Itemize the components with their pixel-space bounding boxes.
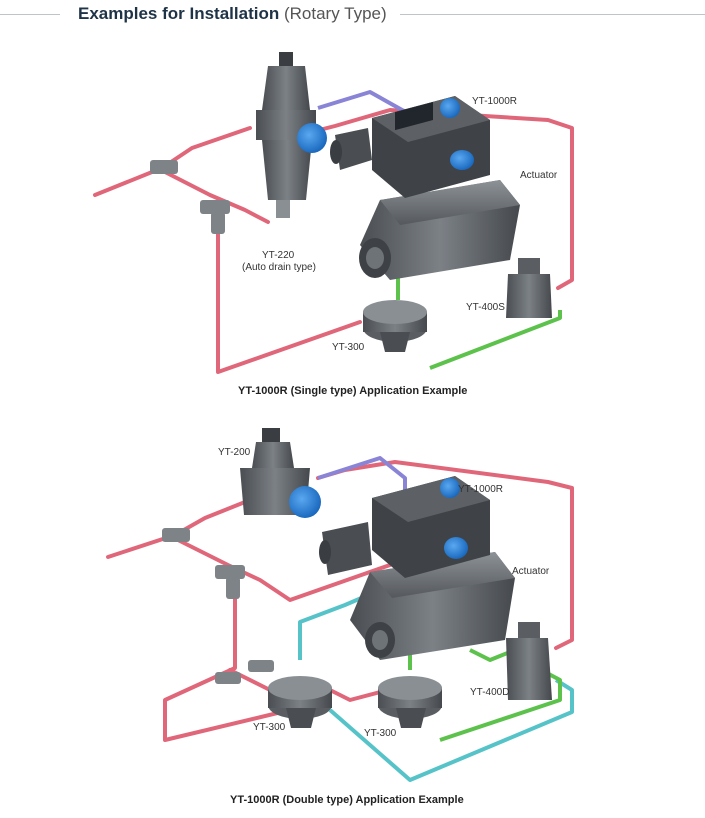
positioner-single xyxy=(330,96,490,198)
booster-double-left xyxy=(268,676,332,728)
actuator-double xyxy=(350,552,515,660)
section-title: Examples for Installation (Rotary Type) xyxy=(78,4,387,24)
caption-double: YT-1000R (Double type) Application Examp… xyxy=(230,794,464,806)
booster-double-right xyxy=(378,676,442,728)
label-lockup-single: YT-400S xyxy=(466,302,505,313)
filter-regulator-double xyxy=(240,428,321,518)
label-booster-single: YT-300 xyxy=(332,342,365,353)
section-header: Examples for Installation (Rotary Type) xyxy=(0,0,705,30)
section-title-bold: Examples for Installation xyxy=(78,4,280,23)
positioner-double xyxy=(319,476,490,578)
caption-single: YT-1000R (Single type) Application Examp… xyxy=(238,385,468,397)
label-actuator-double: Actuator xyxy=(512,566,550,577)
section-title-light: (Rotary Type) xyxy=(283,4,387,23)
header-rule-right xyxy=(400,14,705,15)
pipe-tees-double xyxy=(162,528,274,684)
label-positioner-single: YT-1000R xyxy=(472,96,517,107)
label-filter-single: YT-220 xyxy=(262,250,295,261)
label-positioner-double: YT-1000R xyxy=(458,484,503,495)
label-filter-double: YT-200 xyxy=(218,447,251,458)
booster-single xyxy=(363,300,427,352)
lockup-valve-single xyxy=(506,258,552,318)
label-actuator-single: Actuator xyxy=(520,170,558,181)
label-lockup-double: YT-400D xyxy=(470,687,509,698)
label-filter-note-single: (Auto drain type) xyxy=(242,262,316,273)
filter-regulator-single xyxy=(256,52,327,218)
header-rule-left xyxy=(0,14,60,15)
pipe-tees-single xyxy=(150,160,230,234)
lockup-valve-double xyxy=(506,622,552,700)
single-type-diagram: YT-1000R Actuator YT-220 (Auto drain typ… xyxy=(93,52,574,374)
double-type-diagram: YT-200 YT-1000R Actuator YT-400D YT-300 … xyxy=(106,428,574,782)
label-booster-double-right: YT-300 xyxy=(364,728,397,739)
actuator-single xyxy=(359,180,520,280)
label-booster-double-left: YT-300 xyxy=(253,722,286,733)
